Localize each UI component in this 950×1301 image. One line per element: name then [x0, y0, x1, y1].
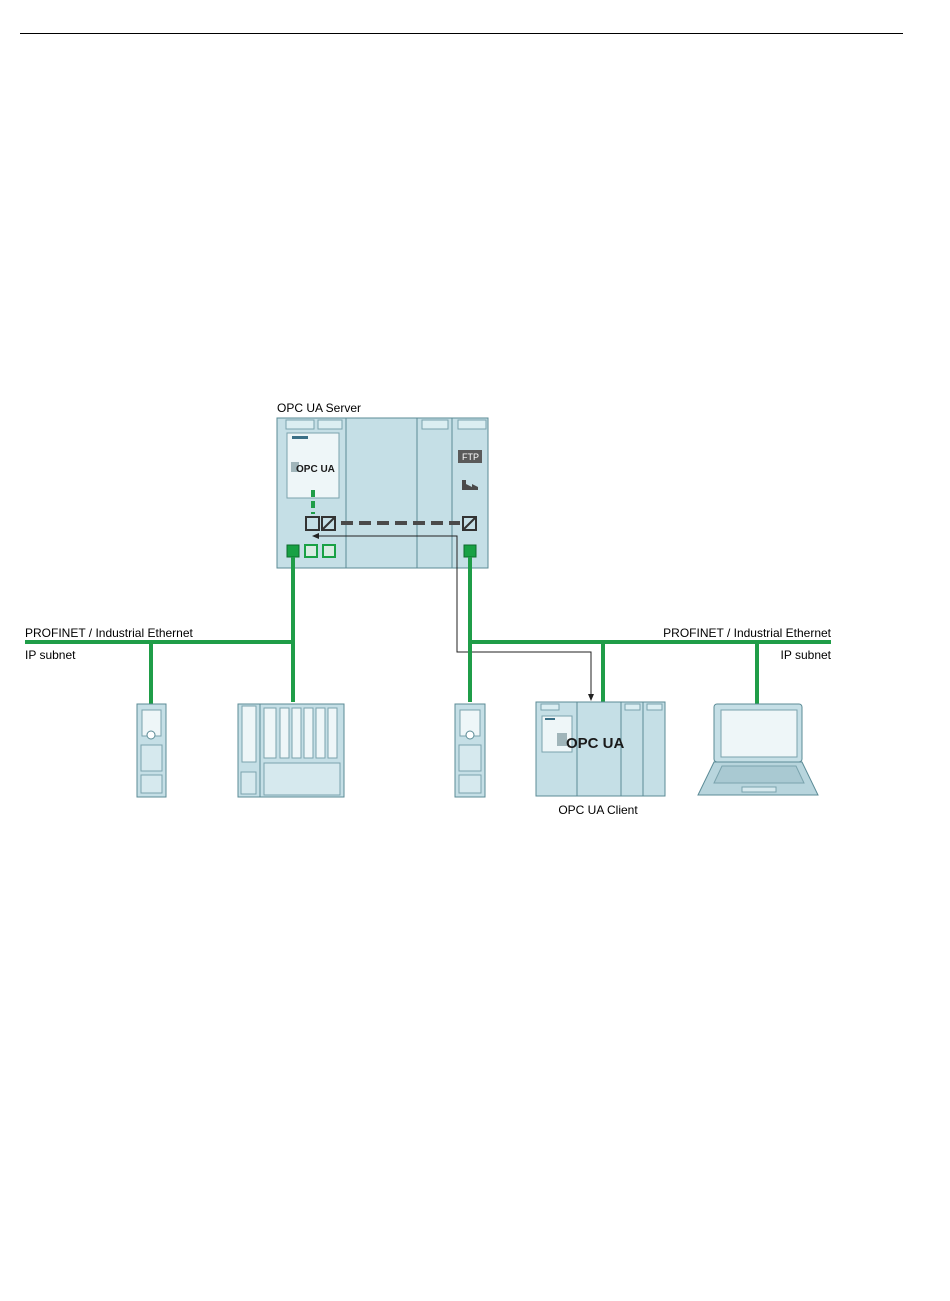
opcua-logo-client: OPC UA: [557, 733, 625, 752]
et200-station-middle: [455, 704, 485, 797]
et200-io-station: [238, 704, 344, 797]
svg-text:OPC UA: OPC UA: [296, 464, 335, 475]
opcua-server-station: OPC UA FTP: [277, 418, 488, 568]
svg-text:FTP: FTP: [462, 452, 479, 462]
cp-port: [464, 545, 476, 557]
cpu-port-2: [305, 545, 317, 557]
opcua-logo-server: OPC UA: [291, 462, 335, 475]
laptop-icon: [698, 704, 818, 795]
cpu-port-3: [323, 545, 335, 557]
svg-text:OPC UA: OPC UA: [566, 735, 625, 752]
network-label-right: PROFINET / Industrial Ethernet: [663, 626, 832, 640]
client-label: OPC UA Client: [558, 803, 638, 817]
opcua-client-station: OPC UA: [536, 702, 665, 796]
subnet-label-left: IP subnet: [25, 648, 76, 662]
subnet-label-right: IP subnet: [781, 648, 832, 662]
server-label: OPC UA Server: [277, 401, 361, 415]
et200-station-left: [137, 704, 166, 797]
network-label-left: PROFINET / Industrial Ethernet: [25, 626, 194, 640]
cpu-port-1: [287, 545, 299, 557]
